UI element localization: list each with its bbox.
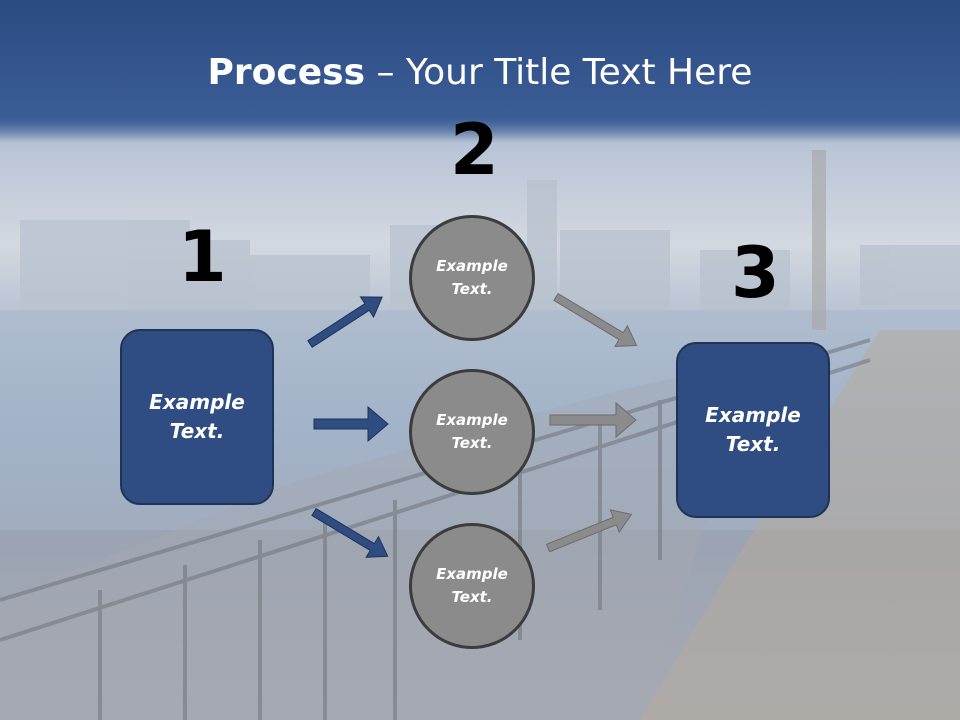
step-number-1: 1 [178,216,227,298]
title-band [0,0,960,140]
circle-bottom-line2: Text. [451,588,493,606]
blue-arrow-right [313,405,389,443]
title-rest: – Your Title Text Here [365,52,753,93]
slide-title: Process – Your Title Text Here [0,52,960,93]
step-3-text-line2: Text. [725,432,781,456]
circle-top-line2: Text. [451,280,493,298]
circle-middle-line1: Example [436,411,508,429]
gray-arrow-up-right [545,509,633,553]
step-number-2: 2 [450,109,499,191]
step-3-text-line1: Example [705,403,801,427]
blue-arrow-down [311,507,389,558]
gray-arrow-right [549,401,637,439]
circle-middle-line2: Text. [451,434,493,452]
step-1-text-line2: Text. [169,419,225,443]
step-number-3: 3 [731,232,780,314]
title-bold: Process [207,52,366,93]
circle-bottom-line1: Example [436,565,508,583]
blue-arrow-up [307,296,383,349]
circle-top-line1: Example [436,257,508,275]
step-1-text-line1: Example [149,390,245,414]
gray-arrow-down-right [553,292,638,347]
